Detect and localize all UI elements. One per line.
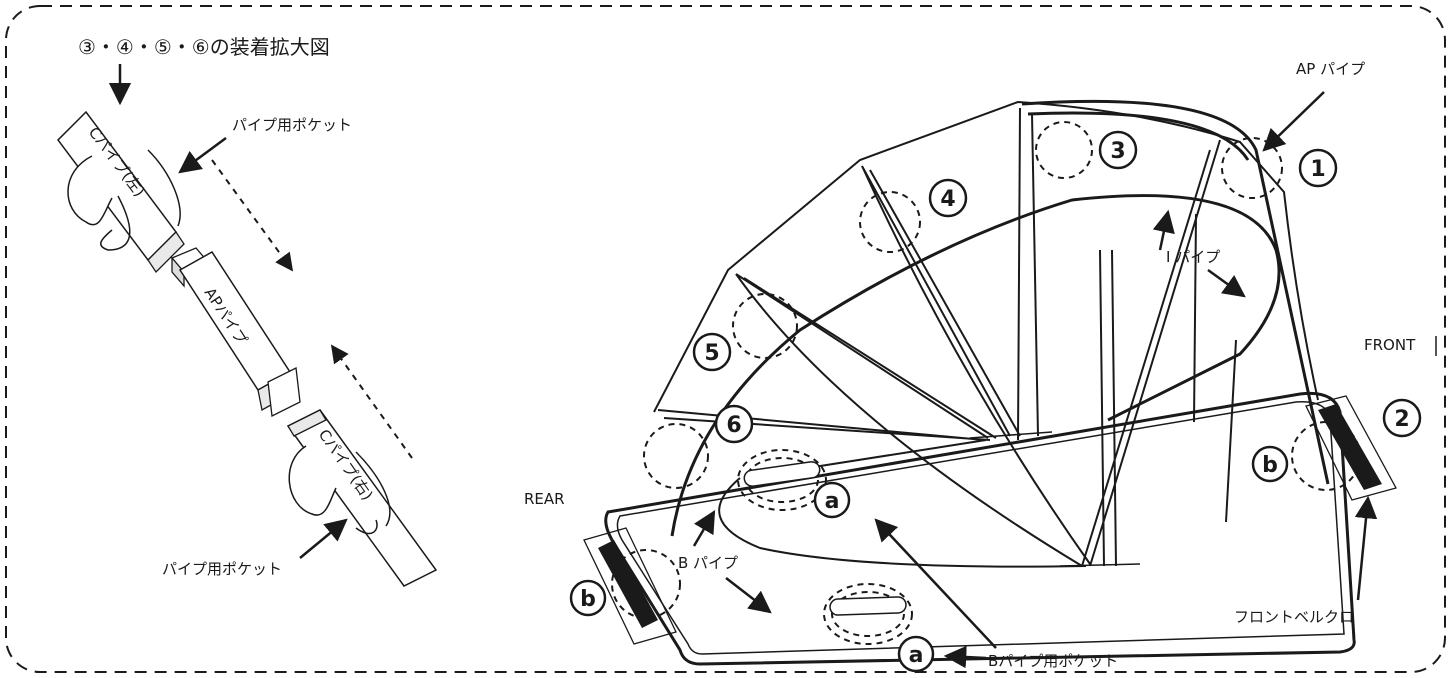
enlarged-view-title: ③・④・⑤・⑥の装着拡大図	[78, 35, 330, 59]
svg-text:5: 5	[704, 341, 719, 366]
svg-text:1: 1	[1310, 157, 1325, 182]
svg-text:4: 4	[940, 187, 955, 212]
c-pipe-left: Cパイプ(左)	[57, 110, 185, 274]
marker-a-upper: a	[813, 481, 851, 519]
front-label: FRONT	[1364, 336, 1416, 354]
rear-label: REAR	[524, 490, 565, 508]
marker-1: 1	[1298, 148, 1338, 188]
rear-velcro-strip	[598, 540, 658, 628]
b-pocket-label: Bパイプ用ポケット	[988, 652, 1118, 670]
marker-6: 6	[714, 404, 754, 444]
ap-pipe: APパイプ	[178, 251, 301, 417]
b-pipe-label: B パイプ	[678, 554, 738, 572]
ap-pipe-label-main: AP パイプ	[1296, 60, 1365, 78]
svg-text:6: 6	[726, 413, 741, 438]
marker-2: 2	[1382, 398, 1422, 438]
marker-b-rear: b	[569, 579, 607, 617]
i-pipe-label: I パイプ	[1166, 248, 1220, 266]
garage-frame-diagram	[604, 99, 1356, 666]
roof-ribs	[657, 107, 1237, 567]
detail-circles	[611, 121, 1361, 645]
pocket-label-bottom: パイプ用ポケット	[162, 560, 282, 578]
front-velcro-label: フロントベルクロ	[1234, 608, 1354, 626]
cover-outline	[653, 100, 1319, 413]
svg-text:2: 2	[1394, 407, 1409, 432]
svg-text:3: 3	[1110, 139, 1125, 164]
marker-5: 5	[692, 332, 732, 372]
marker-4: 4	[928, 178, 968, 218]
c-pipe-right: Cパイプ(右)	[286, 409, 438, 587]
svg-text:b: b	[1262, 453, 1278, 478]
marker-a-lower: a	[897, 635, 935, 673]
enlarged-view-panel: ③・④・⑤・⑥の装着拡大図 Cパイプ(左) APパイプ	[57, 35, 438, 587]
svg-text:a: a	[825, 489, 840, 514]
svg-text:a: a	[909, 643, 924, 668]
marker-b-front: b	[1251, 445, 1289, 483]
i-pipe-arch	[670, 194, 1281, 537]
pocket-label-top: パイプ用ポケット	[232, 116, 352, 134]
dashed-frame	[5, 5, 1446, 673]
marker-3: 3	[1098, 130, 1138, 170]
front-velcro-strip	[1318, 404, 1382, 490]
svg-text:b: b	[580, 587, 596, 612]
callouts: AP パイプ I パイプ FRONT REAR B パイプ Bパイプ用ポケット …	[524, 60, 1437, 670]
